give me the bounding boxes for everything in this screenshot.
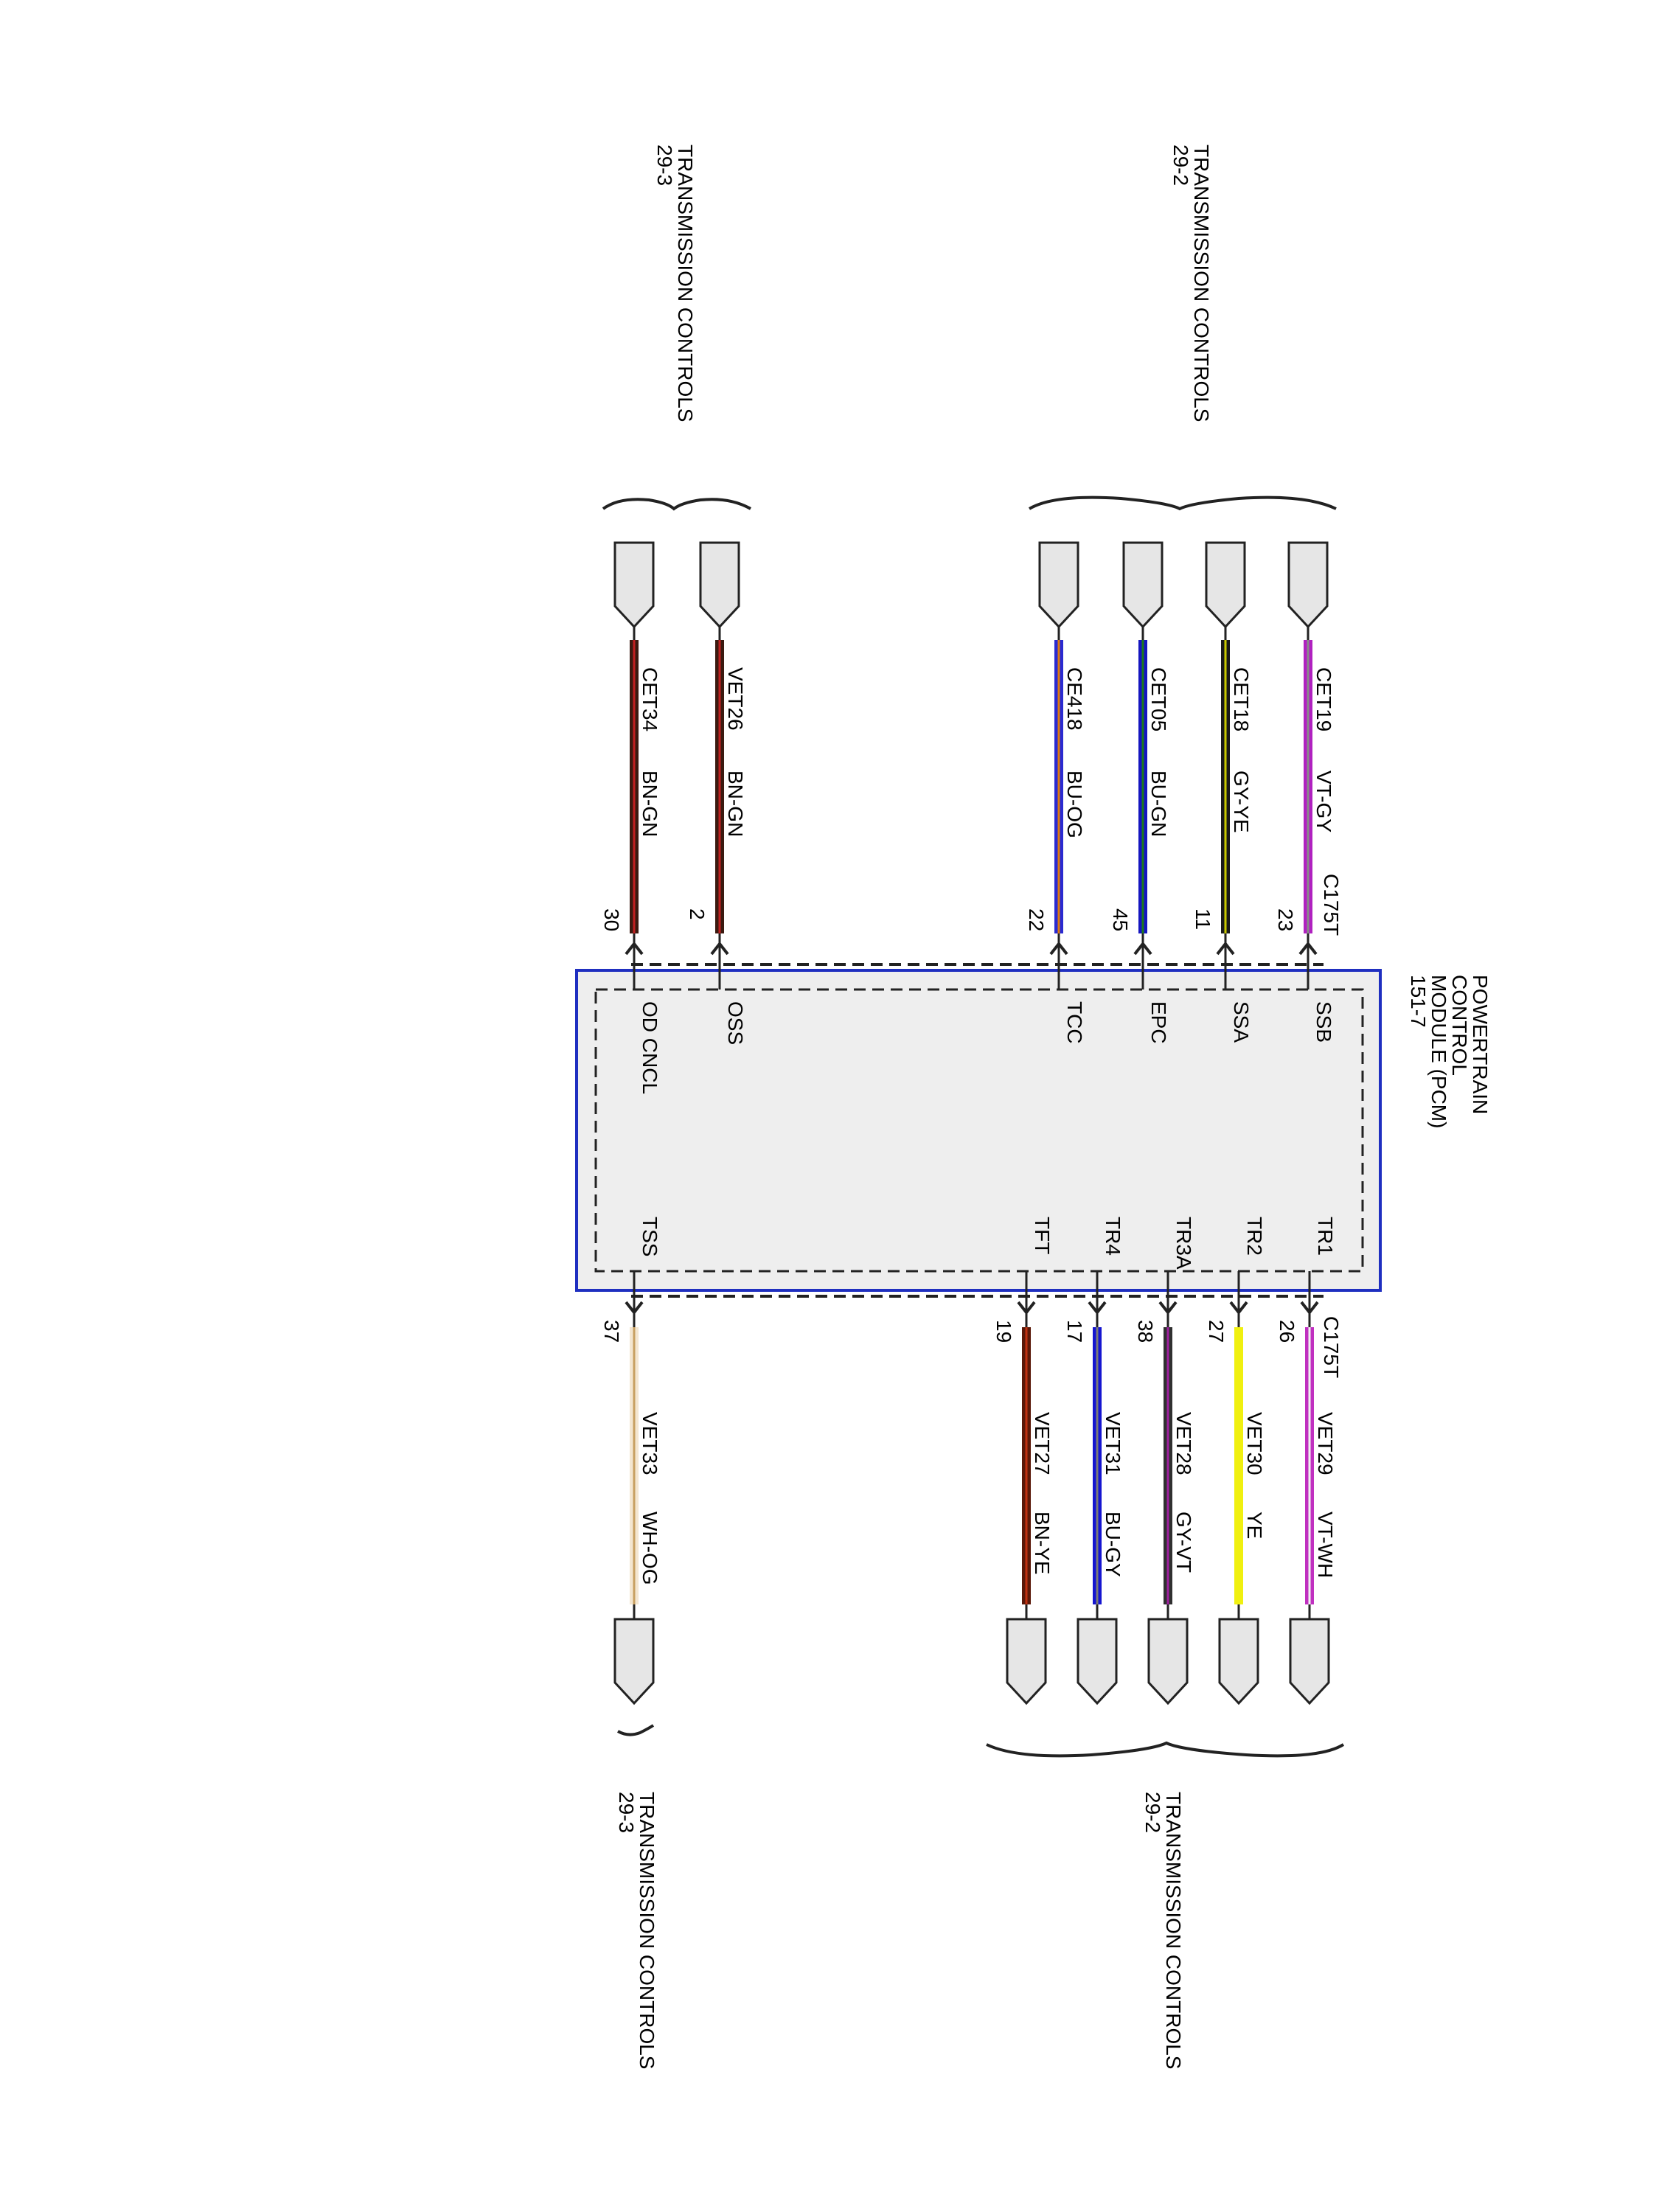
wire-color-code: GY-VT [1172, 1512, 1195, 1573]
wire-circuit-label: CET05 [1147, 667, 1170, 731]
wire-end-connector-cet34[interactable] [613, 541, 655, 629]
pcm-module-name: POWERTRAIN CONTROL MODULE (PCM) 151-7 [1407, 975, 1492, 1134]
pin-chevron-icon [1133, 941, 1152, 956]
wire-color-code: BU-GY [1102, 1512, 1124, 1577]
wire-color-code: VT-GY [1312, 771, 1335, 832]
pin-signal-name: TR3A [1172, 1217, 1195, 1270]
pin-chevron-icon [710, 941, 729, 956]
bottom-destination-29-2: TRANSMISSION CONTROLS 29-2 [1141, 1792, 1185, 2075]
bottom-destination-29-2-title: TRANSMISSION CONTROLS [1162, 1792, 1185, 2069]
top-destination-29-3-title: TRANSMISSION CONTROLS [674, 145, 697, 422]
wire-end-connector-vet33[interactable] [613, 1618, 655, 1705]
module-name-line-1: POWERTRAIN [1469, 975, 1492, 1114]
wire-end-connector-vet31[interactable] [1077, 1618, 1118, 1705]
bottom-destination-29-2-ref: 29-2 [1141, 1792, 1164, 1833]
pin-chevron-icon [1017, 1301, 1036, 1315]
pin-signal-name: TFT [1031, 1217, 1054, 1254]
wire-color-code: YE [1243, 1512, 1266, 1539]
wire-color-code: BU-GN [1147, 771, 1170, 837]
top-destination-29-2-title: TRANSMISSION CONTROLS [1190, 145, 1213, 422]
wire-color-code: BN-GN [639, 771, 661, 837]
wire-circuit-label: VET28 [1172, 1412, 1195, 1475]
pin-number: 22 [1025, 908, 1048, 931]
top-destination-29-2: TRANSMISSION CONTROLS 29-2 [1169, 145, 1213, 428]
pin-number: 11 [1192, 908, 1214, 930]
wire-circuit-label: VET29 [1314, 1412, 1337, 1475]
wire-color-code: BU-OG [1063, 771, 1086, 838]
pin-signal-name: OD CNCL [639, 1001, 661, 1094]
wire-circuit-label: CE418 [1063, 667, 1086, 731]
pin-signal-name: OSS [724, 1001, 747, 1045]
wire-end-connector-vet29[interactable] [1289, 1618, 1330, 1705]
pin-number: 2 [686, 908, 709, 920]
wire-end-connector-vet28[interactable] [1147, 1618, 1189, 1705]
pcm-module-box[interactable] [575, 969, 1382, 1292]
pin-signal-name: TR1 [1314, 1217, 1337, 1256]
wire-circuit-label: VET27 [1031, 1412, 1054, 1475]
brace-bottom-29-2 [986, 1741, 1345, 1758]
pin-number: 26 [1276, 1320, 1298, 1343]
module-name-line-3: MODULE (PCM) [1427, 975, 1450, 1128]
wire-color-code: VT-WH [1314, 1512, 1337, 1578]
pin-signal-name: TR2 [1243, 1217, 1266, 1256]
pin-signal-name: SSA [1230, 1001, 1253, 1043]
wire-circuit-label: VET33 [639, 1412, 661, 1475]
wire-end-connector-ce418[interactable] [1038, 541, 1079, 629]
top-connector-label: C175T [1320, 874, 1343, 936]
brace-top-29-2 [1028, 495, 1337, 511]
pin-number: 30 [600, 908, 623, 931]
wire-circuit-label: CET19 [1312, 667, 1335, 731]
pin-signal-name: EPC [1147, 1001, 1170, 1044]
pin-chevron-icon [1229, 1301, 1248, 1315]
pcm-module-inner-border [594, 988, 1364, 1273]
pin-number: 37 [600, 1320, 623, 1343]
pin-chevron-icon [1216, 941, 1235, 956]
bottom-destination-29-3-ref: 29-3 [615, 1792, 638, 1833]
pin-number: 17 [1063, 1320, 1086, 1343]
wire-circuit-label: CET34 [639, 667, 661, 731]
wire-color-code: GY-YE [1230, 771, 1253, 833]
wire-end-connector-cet18[interactable] [1205, 541, 1246, 629]
bottom-destination-29-3: TRANSMISSION CONTROLS 29-3 [615, 1792, 658, 2075]
module-name-line-4: 151-7 [1407, 975, 1430, 1028]
pin-signal-name: TCC [1063, 1001, 1086, 1044]
module-name-line-2: CONTROL [1448, 975, 1471, 1075]
pin-signal-name: SSB [1312, 1001, 1335, 1043]
wire-end-connector-cet19[interactable] [1287, 541, 1329, 629]
brace-top-29-3 [602, 498, 751, 511]
pin-number: 27 [1205, 1320, 1228, 1343]
wire-circuit-label: VET31 [1102, 1412, 1124, 1475]
pin-chevron-icon [1088, 1301, 1107, 1315]
pin-number: 45 [1109, 908, 1132, 931]
pin-chevron-icon [625, 1301, 644, 1315]
top-destination-29-3-ref: 29-3 [653, 145, 676, 186]
top-destination-29-2-ref: 29-2 [1169, 145, 1192, 186]
bottom-connector-label: C175T [1320, 1316, 1343, 1378]
pin-signal-name: TSS [639, 1217, 661, 1256]
pin-signal-name: TR4 [1102, 1217, 1124, 1256]
wire-circuit-label: VET30 [1243, 1412, 1266, 1475]
pin-number: 23 [1274, 908, 1297, 931]
wire-circuit-label: VET26 [724, 667, 747, 731]
pin-chevron-icon [1300, 1301, 1319, 1315]
wire-end-connector-vet26[interactable] [699, 541, 740, 629]
wire-circuit-label: CET18 [1230, 667, 1253, 731]
wire-end-connector-cet05[interactable] [1122, 541, 1164, 629]
pin-chevron-icon [1298, 941, 1318, 956]
pin-chevron-icon [1158, 1301, 1178, 1315]
pin-chevron-icon [1049, 941, 1068, 956]
pin-number: 19 [992, 1320, 1015, 1343]
wire-color-code: BN-GN [724, 771, 747, 837]
wire-color-code: WH-OG [639, 1512, 661, 1585]
wire-end-connector-vet27[interactable] [1006, 1618, 1047, 1705]
brace-bottom-29-3 [617, 1724, 655, 1736]
bottom-destination-29-3-title: TRANSMISSION CONTROLS [636, 1792, 658, 2069]
pin-number: 38 [1134, 1320, 1157, 1343]
wire-color-code: BN-YE [1031, 1512, 1054, 1575]
wire-end-connector-vet30[interactable] [1218, 1618, 1259, 1705]
pin-chevron-icon [625, 941, 644, 956]
top-destination-29-3: TRANSMISSION CONTROLS 29-3 [653, 145, 697, 428]
